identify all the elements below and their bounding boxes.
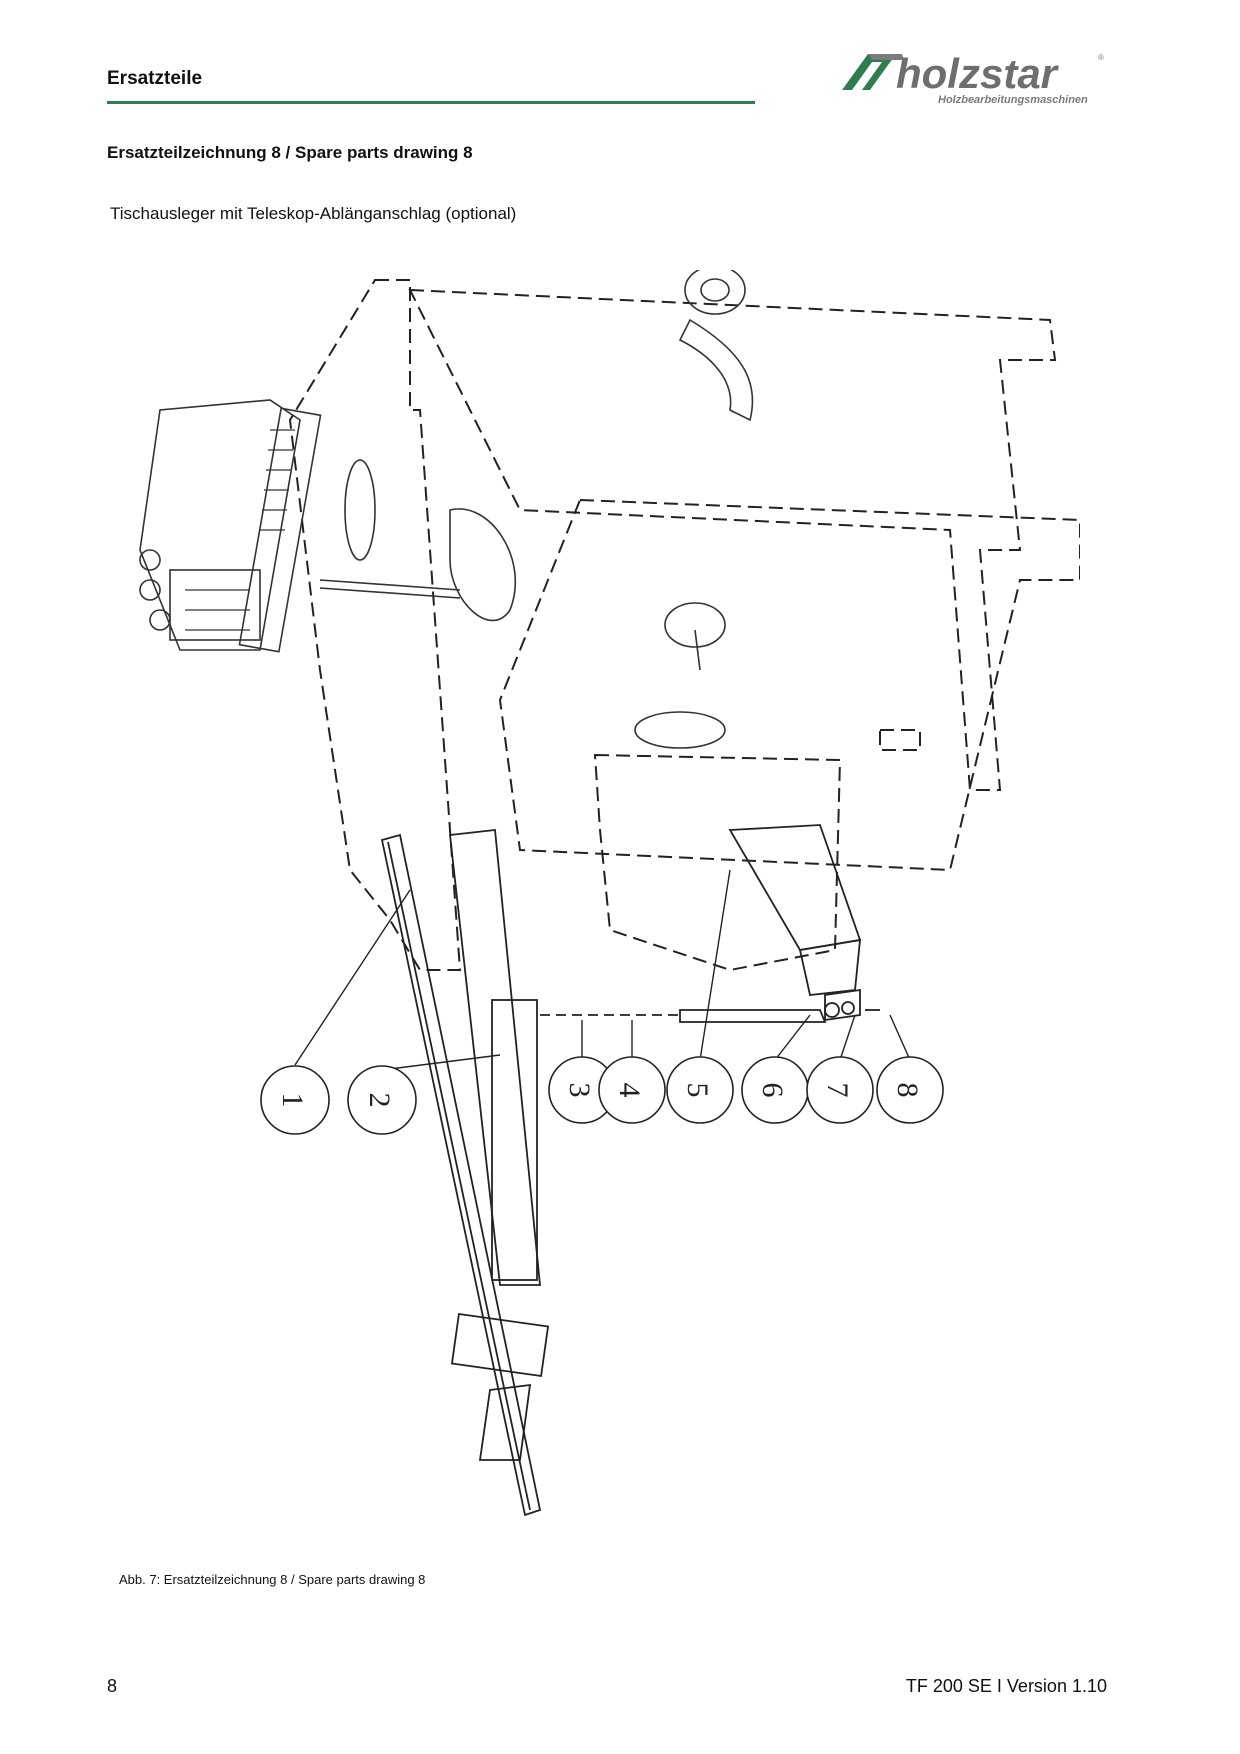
callout-8: 8	[876, 1056, 944, 1124]
holzstar-logo: holzstar Holzbearbeitungsmaschinen ®	[842, 50, 1104, 106]
brand-name: holzstar	[896, 50, 1060, 97]
callout-5: 5	[666, 1056, 734, 1124]
callout-2: 2	[347, 1065, 417, 1135]
callout-label: 5	[681, 1083, 714, 1098]
spindle-hatch	[185, 429, 295, 631]
page-number: 8	[107, 1676, 118, 1696]
callout-label: 6	[756, 1083, 789, 1098]
telescopic-fence	[380, 829, 550, 1517]
part-callouts: 1 2 3 4 5 6 7 8	[260, 1056, 944, 1135]
callout-label: 1	[276, 1093, 309, 1108]
table-dashed-outline	[288, 279, 1080, 972]
callout-6: 6	[741, 1056, 809, 1124]
spindle-unit	[139, 399, 322, 653]
callout-7: 7	[806, 1056, 874, 1124]
table-extension-arm	[540, 824, 880, 1023]
document-version: TF 200 SE I Version 1.10	[905, 1676, 1107, 1696]
header-divider	[107, 101, 755, 104]
drawing-subtitle: Tischausleger mit Teleskop-Ablänganschla…	[110, 204, 517, 223]
section-title: Ersatzteile	[107, 68, 203, 89]
spare-parts-drawing: 1 2 3 4 5 6 7 8	[139, 270, 1080, 1517]
drawing-title: Ersatzteilzeichnung 8 / Spare parts draw…	[107, 143, 473, 162]
svg-text:®: ®	[1098, 53, 1104, 62]
figure-caption: Abb. 7: Ersatzteilzeichnung 8 / Spare pa…	[119, 1572, 426, 1587]
callout-label: 2	[363, 1093, 396, 1108]
callout-label: 7	[821, 1083, 854, 1098]
table-machine-parts	[319, 270, 754, 749]
callout-1: 1	[260, 1065, 330, 1135]
logo-mark-icon	[842, 54, 904, 90]
callout-4: 4	[598, 1056, 666, 1124]
callout-label: 4	[613, 1083, 646, 1098]
brand-tagline: Holzbearbeitungsmaschinen	[938, 94, 1088, 106]
callout-leaders	[294, 869, 911, 1071]
callout-label: 3	[563, 1083, 596, 1098]
callout-label: 8	[891, 1083, 924, 1098]
